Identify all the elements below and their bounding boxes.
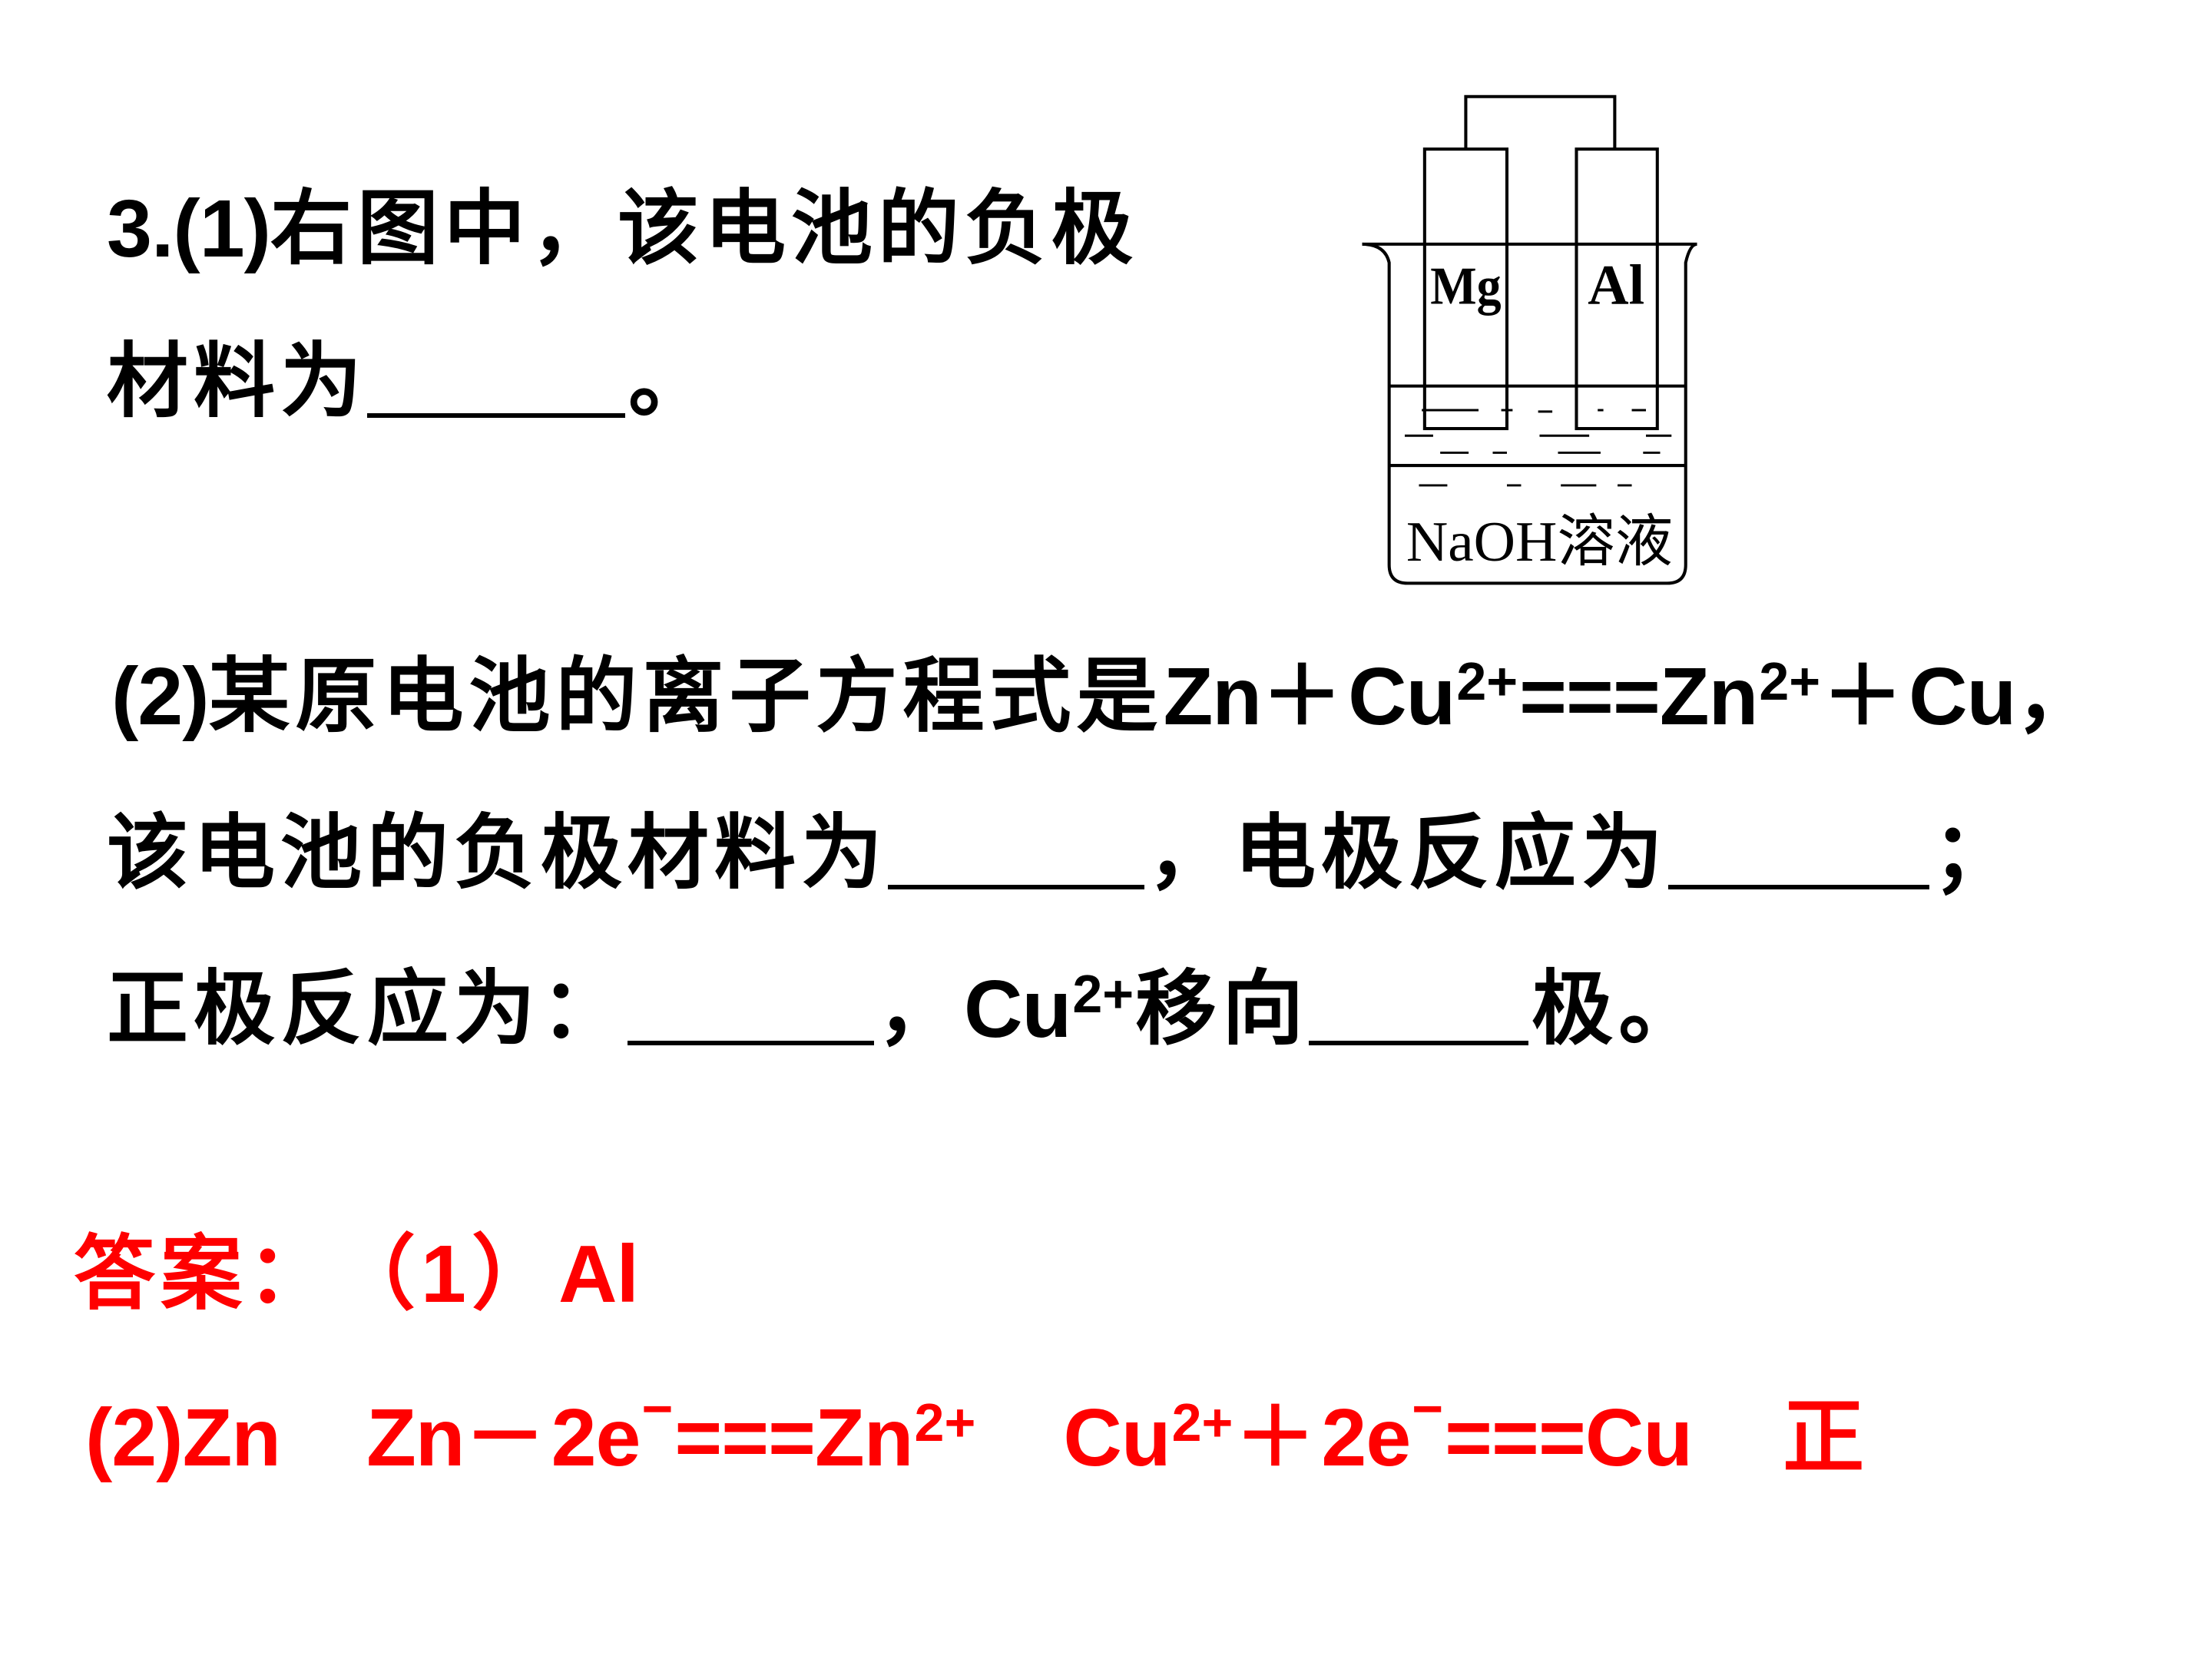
question-part2-line3: 正极反应为： ， Cu 2+ 移向 极。 bbox=[107, 964, 1706, 1059]
part1-label: (1) bbox=[173, 184, 271, 274]
part2-negative-material-text: 该电池的负极材料为 bbox=[107, 808, 888, 899]
part2-ion: Cu bbox=[964, 964, 1071, 1055]
fill-in-blank bbox=[1309, 995, 1529, 1045]
part2-positive-reaction-text: 正极反应为： bbox=[107, 964, 628, 1055]
negative-reaction-operator: － bbox=[464, 1392, 551, 1483]
answer-negative-electrode: Zn bbox=[182, 1392, 281, 1483]
positive-reaction-equals: === bbox=[1445, 1392, 1586, 1483]
question-part1-line1: 3. (1) 右图中，该电池的负极 bbox=[107, 188, 1138, 270]
equation-plus: ＋ bbox=[1261, 651, 1349, 742]
negative-reaction-electron-charge: − bbox=[641, 1378, 674, 1439]
part1-prompt-text: 右图中，该电池的负极 bbox=[270, 184, 1138, 274]
beaker bbox=[1362, 242, 1697, 585]
equation-reactant-2: Cu bbox=[1348, 651, 1455, 742]
equation-equals: === bbox=[1519, 651, 1661, 742]
question-number: 3. bbox=[107, 184, 174, 274]
question-part2-line1: (2) 某原电池的离子方程式是 Zn ＋ Cu 2+ === Zn 2+ ＋ C… bbox=[111, 651, 2103, 747]
part1-end-punctuation: 。 bbox=[628, 336, 715, 427]
answer-part2-label: (2) bbox=[85, 1392, 184, 1483]
part2-moves-to-text: 移向 bbox=[1135, 964, 1310, 1055]
equation-product-2: Cu bbox=[1909, 651, 2016, 742]
positive-reaction-operator: ＋ bbox=[1234, 1392, 1322, 1483]
equation-reactant-2-charge: 2+ bbox=[1456, 651, 1518, 711]
answer-part1-value: Al bbox=[558, 1229, 639, 1320]
answer-line1: 答案： （1） Al bbox=[74, 1229, 639, 1320]
wire bbox=[1464, 94, 1617, 150]
answer-label: 答案： bbox=[74, 1229, 334, 1320]
equation-product-1: Zn bbox=[1659, 651, 1758, 742]
negative-reaction-product-charge: 2+ bbox=[914, 1392, 976, 1452]
part2-electrode-reaction-text: ，电极反应为 bbox=[1147, 808, 1668, 899]
part2-comma: ， bbox=[877, 964, 964, 1055]
solution-label: NaOH溶液 bbox=[1406, 510, 1673, 573]
electrode-label-al: Al bbox=[1588, 253, 1644, 316]
part1-prompt-text-continued: 材料为 bbox=[107, 336, 367, 427]
positive-reaction-reactant: Cu bbox=[1063, 1392, 1171, 1483]
positive-reaction-electron-charge: − bbox=[1412, 1378, 1444, 1439]
positive-reaction-product: Cu bbox=[1584, 1392, 1693, 1483]
positive-reaction-reactant-charge: 2+ bbox=[1171, 1392, 1233, 1452]
fill-in-blank bbox=[888, 839, 1144, 889]
part2-ion-charge: 2+ bbox=[1072, 963, 1134, 1024]
answer-part1-label: （1） bbox=[334, 1229, 558, 1320]
solution-dashes bbox=[1404, 409, 1672, 487]
fill-in-blank bbox=[1668, 839, 1929, 889]
part2-line2-end: ； bbox=[1932, 808, 2019, 899]
negative-reaction-equals: === bbox=[674, 1392, 816, 1483]
equation-end-punctuation: ， bbox=[2015, 651, 2103, 742]
electrode-mg bbox=[1422, 147, 1509, 431]
fill-in-blank bbox=[367, 367, 625, 418]
electrode-label-mg: Mg bbox=[1430, 256, 1501, 316]
fill-in-blank bbox=[628, 995, 874, 1045]
answer-ion-direction: 正 bbox=[1783, 1392, 1870, 1483]
part2-line3-end: 极。 bbox=[1532, 964, 1706, 1055]
question-part2-line2: 该电池的负极材料为 ，电极反应为 ； bbox=[107, 813, 2019, 894]
positive-reaction-electrons: 2e bbox=[1321, 1392, 1411, 1483]
negative-reaction-electrons: 2e bbox=[551, 1392, 641, 1483]
diagram-strokes bbox=[1362, 94, 1697, 585]
negative-reaction-reactant: Zn bbox=[366, 1392, 465, 1483]
part2-intro-text: 某原电池的离子方程式是 bbox=[208, 651, 1164, 742]
answer-line2: (2) Zn Zn － 2e − === Zn 2+ Cu 2+ ＋ 2e − … bbox=[85, 1379, 1870, 1488]
question-part1-line2: 材料为 。 bbox=[107, 341, 715, 422]
equation-reactant-1: Zn bbox=[1163, 651, 1262, 742]
equation-plus: ＋ bbox=[1822, 651, 1909, 742]
galvanic-cell-diagram: Mg Al NaOH溶液 bbox=[1362, 94, 1697, 585]
part2-label: (2) bbox=[111, 651, 210, 742]
equation-product-1-charge: 2+ bbox=[1759, 651, 1821, 711]
negative-reaction-product: Zn bbox=[815, 1392, 913, 1483]
electrode-al bbox=[1575, 147, 1659, 431]
